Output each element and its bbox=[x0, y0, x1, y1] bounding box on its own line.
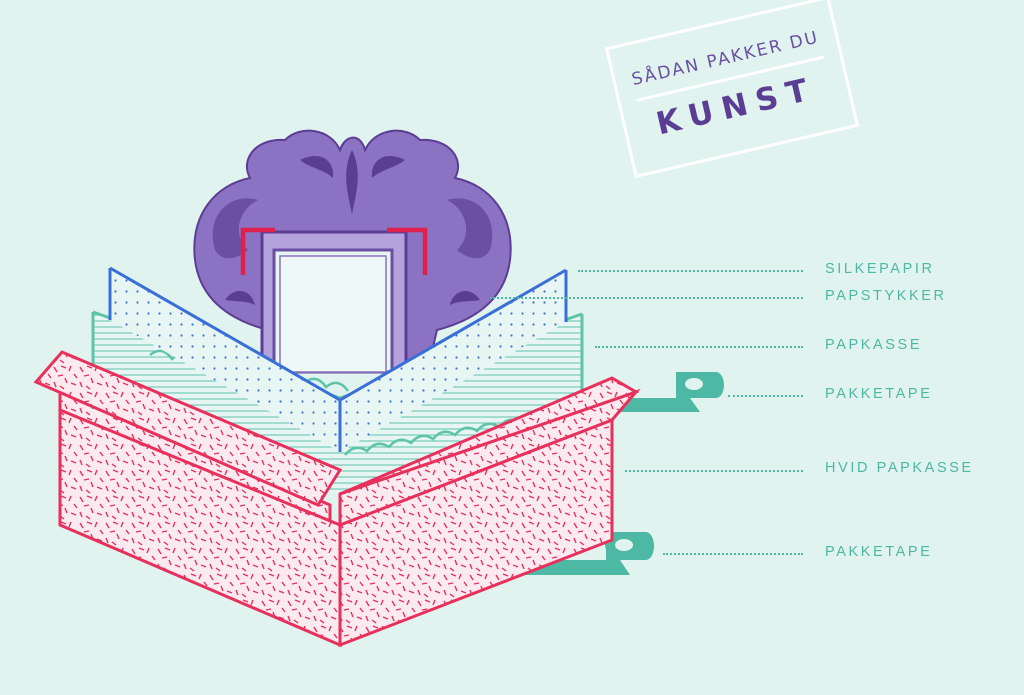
outer-box bbox=[33, 350, 641, 648]
leader-silkepapir bbox=[578, 270, 803, 272]
leader-pakketape-1 bbox=[728, 395, 803, 397]
label-pakketape-2: PAKKETAPE bbox=[825, 544, 933, 560]
label-papkasse: PAPKASSE bbox=[825, 337, 923, 353]
ornate-frame-icon bbox=[193, 129, 512, 374]
corner-protector-icon bbox=[240, 227, 428, 275]
label-hvid-papkasse: HVID PAPKASSE bbox=[825, 460, 974, 476]
leader-hvid-papkasse bbox=[625, 470, 803, 472]
leader-papstykker bbox=[490, 297, 803, 299]
label-papstykker: PAPSTYKKER bbox=[825, 288, 947, 304]
tape-roll-icon bbox=[610, 372, 724, 412]
leader-pakketape-2 bbox=[663, 553, 803, 555]
tissue-paper bbox=[108, 266, 568, 452]
label-pakketape-1: PAKKETAPE bbox=[825, 386, 933, 402]
leader-papkasse bbox=[595, 346, 803, 348]
label-silkepapir: SILKEPAPIR bbox=[825, 261, 935, 277]
